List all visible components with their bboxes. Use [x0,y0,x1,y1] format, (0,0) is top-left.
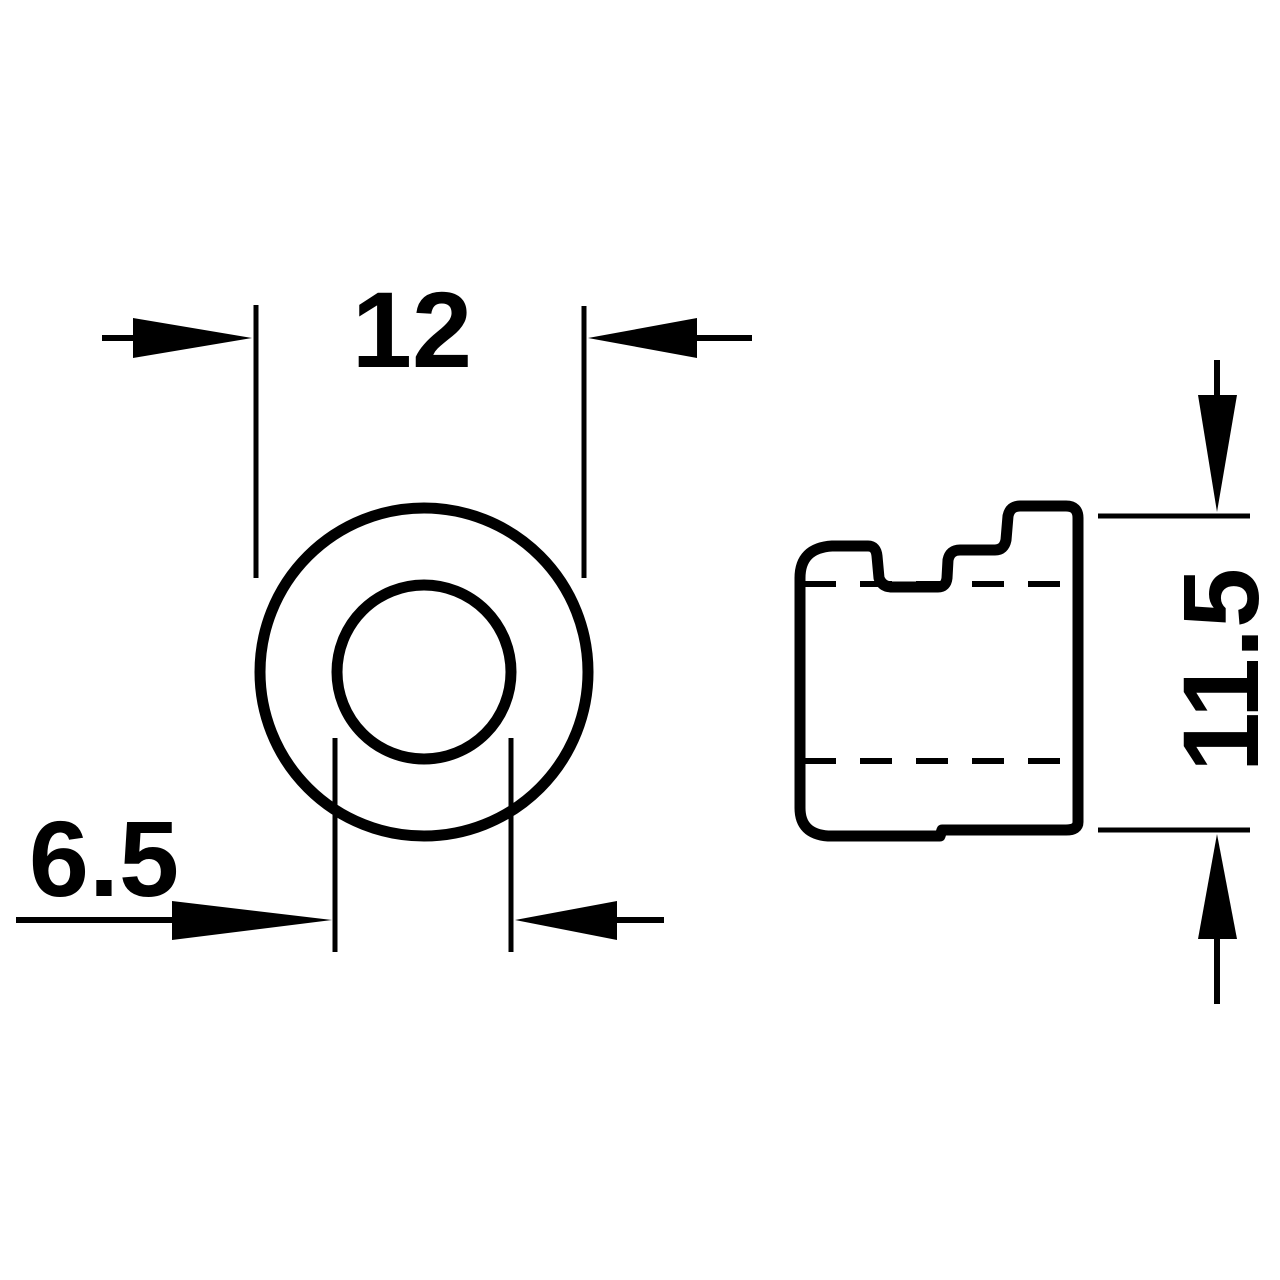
outer-diameter-label: 12 [352,269,472,390]
dimension-outer-diameter: 12 [102,269,752,578]
arrow-right-icon [133,318,252,358]
arrow-down-icon [1198,395,1237,512]
height-label: 11.5 [1160,568,1280,772]
arrow-left-icon [588,318,697,358]
front-view [254,502,594,842]
dimension-height: 11.5 [1098,360,1280,1004]
inner-diameter-label: 6.5 [29,798,179,919]
dimension-inner-diameter: 6.5 [16,738,664,952]
inner-circle [331,579,517,765]
side-view [794,500,1084,842]
arrow-right-icon [172,901,332,940]
outer-circle [254,502,594,842]
side-profile-outline [794,500,1084,842]
arrow-left-icon [515,901,617,940]
arrow-up-icon [1198,834,1237,939]
